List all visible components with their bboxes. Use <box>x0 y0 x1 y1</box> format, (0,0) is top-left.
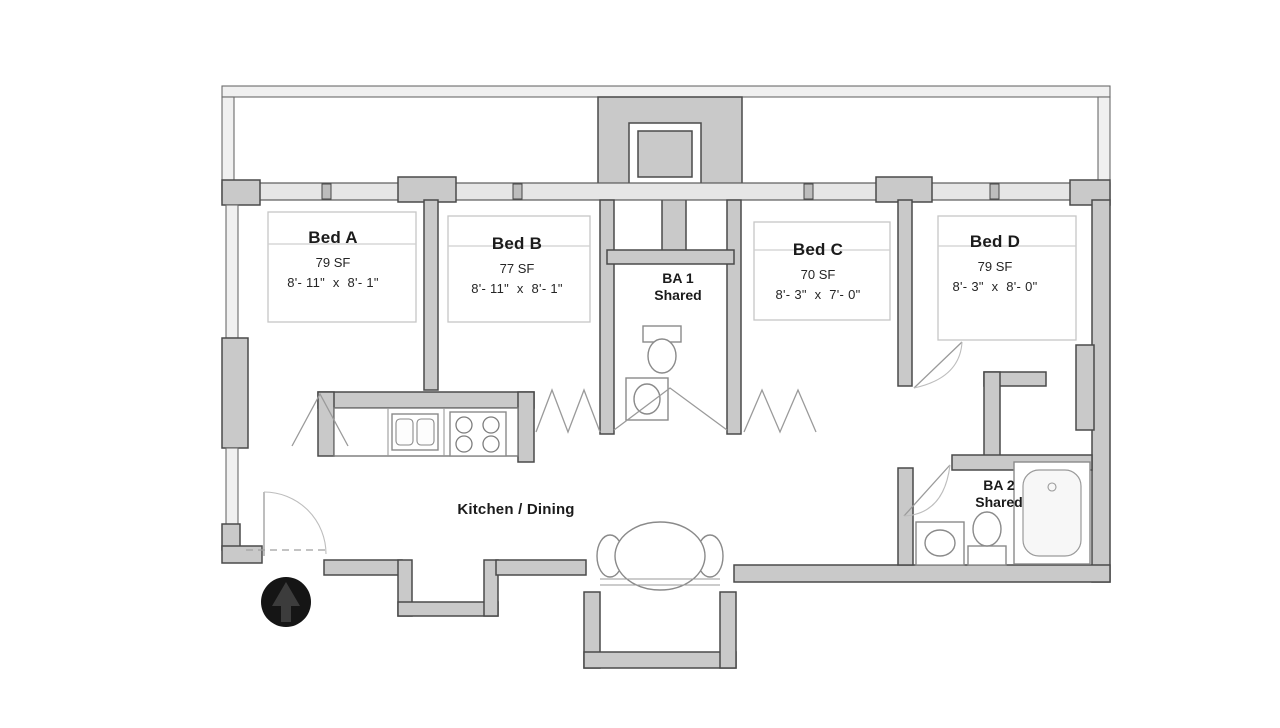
sink-basin-icon <box>633 383 661 415</box>
utility-shaft <box>597 96 743 261</box>
bed-a-furniture <box>267 211 417 323</box>
room-area: 79 SF <box>315 255 351 270</box>
bed-a-door <box>291 392 349 447</box>
sink-vanity-icon <box>915 521 965 566</box>
bed-c-closet-door <box>743 388 817 434</box>
room-name: Bed B <box>491 234 543 253</box>
toilet-bowl-icon <box>972 511 1002 547</box>
room-dimensions: 8'- 11" x 8'- 1" <box>287 275 379 290</box>
room-area: 77 SF <box>499 261 535 276</box>
room-name: Bed C <box>792 240 844 259</box>
sink-basin-icon <box>924 529 956 557</box>
bathroom-2-door <box>903 464 951 517</box>
bed-b-closet-door <box>535 388 601 434</box>
room-label-bed-a: Bed A 79 SF 8'- 11" x 8'- 1" <box>287 228 379 290</box>
bathroom-name: BA 1 <box>662 270 694 286</box>
room-dimensions: 8'- 3" x 7'- 0" <box>775 287 861 302</box>
room-label-bathroom-1: BA 1 Shared <box>654 270 701 303</box>
bed-d-door <box>913 341 963 389</box>
dining-table <box>596 521 724 591</box>
room-label-bathroom-2: BA 2 Shared <box>975 477 1022 510</box>
bathroom-1-door <box>613 387 728 431</box>
beds <box>267 211 1077 341</box>
room-label-bed-c: Bed C 70 SF 8'- 3" x 7'- 0" <box>775 240 860 302</box>
exterior-walls <box>221 176 1111 669</box>
bed-c-furniture <box>753 221 891 321</box>
roof-outline <box>221 85 1111 187</box>
room-area: 70 SF <box>800 267 836 282</box>
toilet-bowl-icon <box>647 338 677 374</box>
bathroom-subtitle: Shared <box>654 287 702 303</box>
bathroom-name: BA 2 <box>983 477 1015 493</box>
room-name: Kitchen / Dining <box>457 501 575 518</box>
bathroom-subtitle: Shared <box>975 494 1023 510</box>
room-label-bed-b: Bed B 77 SF 8'- 11" x 8'- 1" <box>471 234 563 296</box>
room-dimensions: 8'- 11" x 8'- 1" <box>471 281 563 296</box>
door-swings <box>246 341 963 586</box>
toilet-tank-icon <box>967 545 1007 566</box>
bathroom-2-fixtures <box>915 461 1091 566</box>
north-arrow-icon <box>261 577 311 627</box>
room-area: 79 SF <box>977 259 1013 274</box>
kitchen-fixtures <box>333 407 519 457</box>
bathroom-1-fixtures <box>625 325 682 421</box>
room-label-bed-d: Bed D 79 SF 8'- 3" x 8'- 0" <box>952 232 1037 294</box>
room-dimensions: 8'- 3" x 8'- 0" <box>952 279 1038 294</box>
room-name: Bed D <box>969 232 1021 251</box>
room-name: Bed A <box>308 228 358 247</box>
bed-b-furniture <box>447 215 591 323</box>
room-label-kitchen-dining: Kitchen / Dining <box>457 501 574 518</box>
bed-d-furniture <box>937 215 1077 341</box>
tub-drain-icon <box>1047 482 1057 492</box>
interior-walls <box>317 199 1093 566</box>
table-icon <box>614 521 706 591</box>
